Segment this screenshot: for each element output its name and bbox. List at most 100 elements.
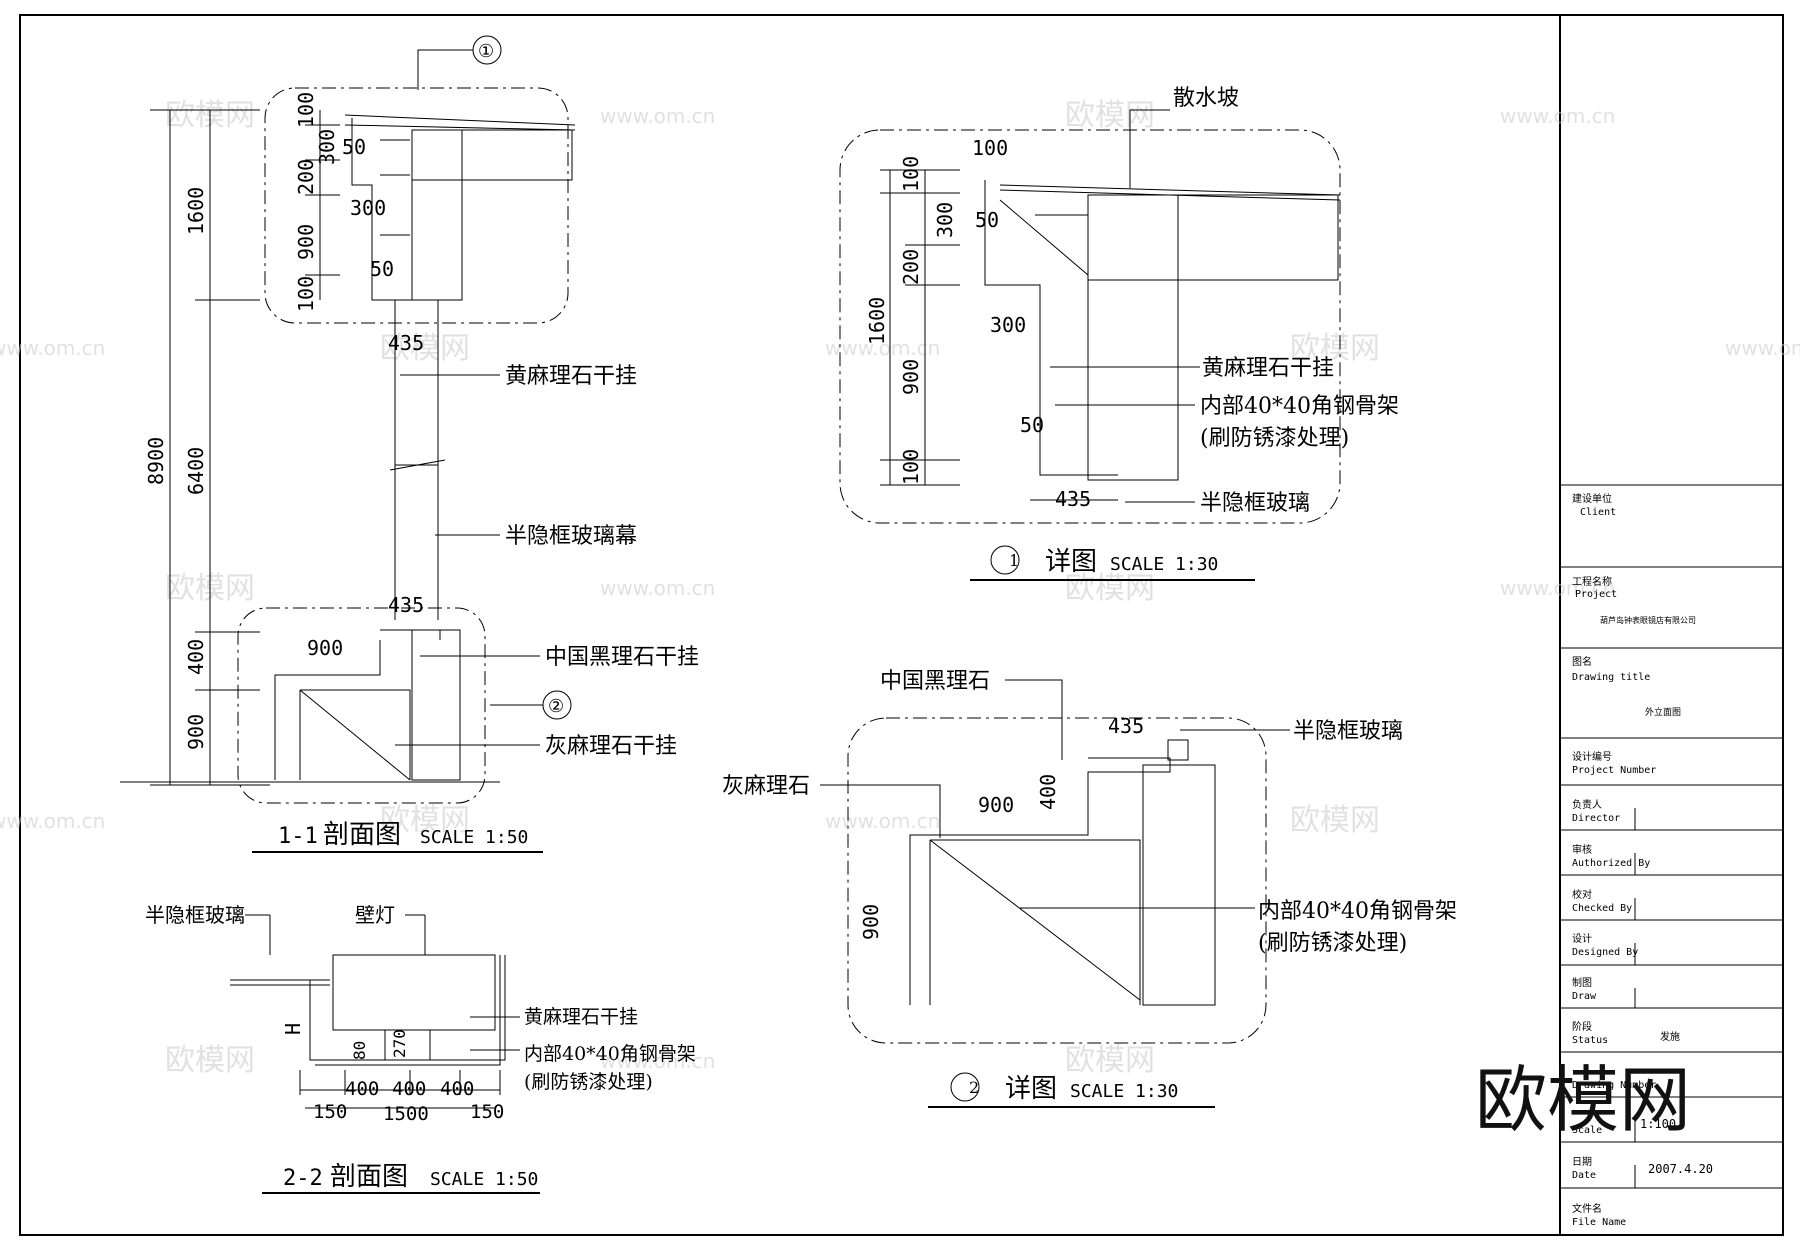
detail-2-title: 详图 xyxy=(1005,1074,1057,1104)
label-glass: 半隐框玻璃 xyxy=(1293,719,1403,744)
dim-text: 400 xyxy=(184,639,208,675)
watermark-text: 欧模网 xyxy=(1065,571,1155,606)
detail-1-title: 详图 xyxy=(1045,547,1097,577)
watermark-url: www.om.cn xyxy=(1500,104,1615,128)
section-2-2-scale: SCALE 1:50 xyxy=(430,1169,538,1190)
tb-checked-cn: 校对 xyxy=(1572,888,1592,901)
label-wall-lamp: 壁灯 xyxy=(355,903,395,927)
dim-text: 300 xyxy=(933,202,957,238)
watermark-text: 欧模网 xyxy=(1065,98,1155,133)
section-1-1-scale: SCALE 1:50 xyxy=(420,827,528,848)
label-huangma: 黄麻理石干挂 xyxy=(1202,356,1334,381)
label-frame-note: (刷防锈漆处理) xyxy=(1200,426,1349,451)
dim-text: 900 xyxy=(859,904,883,940)
label-frame: 内部40*40角钢骨架 xyxy=(1200,394,1399,419)
tb-designed-en: Designed By xyxy=(1572,947,1638,958)
dim-text: 100 xyxy=(899,449,923,485)
dim-text: 1500 xyxy=(383,1103,429,1125)
tb-drawno-en: Drawing Number xyxy=(1572,1080,1656,1091)
detail-1-number: 1 xyxy=(1009,551,1019,570)
watermark-grid: 欧模网 www.om.cn 欧模网 www.om.cn www.om.cn 欧模… xyxy=(0,98,1800,1078)
label-curtain-wall: 半隐框玻璃幕 xyxy=(505,524,637,549)
tb-project-cn: 工程名称 xyxy=(1572,575,1612,588)
dim-text: 435 xyxy=(388,593,424,617)
callout-2: ② xyxy=(548,696,564,717)
watermark-text: 欧模网 xyxy=(1290,803,1380,838)
tb-file-en: File Name xyxy=(1572,1217,1626,1228)
dim-text: 50 xyxy=(342,135,366,159)
dim-text: 900 xyxy=(307,636,343,660)
tb-file-cn: 文件名 xyxy=(1572,1202,1602,1215)
dim-text: 6400 xyxy=(184,447,208,495)
tb-client-en: Client xyxy=(1580,507,1616,518)
dim-text: 400 xyxy=(392,1078,426,1100)
watermark-url: www.om.cn xyxy=(0,809,105,833)
detail-1-circle xyxy=(990,545,1020,575)
section-2-2-number: 2-2 xyxy=(283,1166,323,1191)
dim-text: 900 xyxy=(294,224,318,260)
detail-1-scale: SCALE 1:30 xyxy=(1110,554,1218,575)
section-2-2-title: 剖面图 xyxy=(330,1162,408,1192)
section-1-1-title: 剖面图 xyxy=(323,820,401,850)
watermark-url: www.om.cn xyxy=(825,336,940,360)
label-glass: 半隐框玻璃 xyxy=(145,903,245,927)
dim-text: 150 xyxy=(470,1101,504,1123)
dim-text: 900 xyxy=(184,714,208,750)
dim-text: 270 xyxy=(390,1029,409,1058)
dim-text: 900 xyxy=(978,793,1014,817)
dim-text: 400 xyxy=(440,1078,474,1100)
tb-draw-en: Draw xyxy=(1572,991,1597,1002)
dim-text: 200 xyxy=(899,249,923,285)
watermark-url: www.om.cn xyxy=(600,1049,715,1073)
watermark-url: www.om.cn xyxy=(600,104,715,128)
dim-text: 100 xyxy=(294,276,318,312)
watermark-url: www.om.cn xyxy=(1725,336,1800,360)
watermark-text: 欧模网 xyxy=(1065,1043,1155,1078)
label-frame: 内部40*40角钢骨架 xyxy=(1258,899,1457,924)
section-2-2: 半隐框玻璃 壁灯 黄麻理石干挂 内部40*40角钢骨架 (刷防锈漆处理) H 8… xyxy=(145,903,696,1194)
tb-drawing-cn: 图名 xyxy=(1572,655,1592,668)
label-frame-note: (刷防锈漆处理) xyxy=(524,1071,653,1093)
dim-text: 435 xyxy=(1108,714,1144,738)
tb-date-value: 2007.4.20 xyxy=(1648,1162,1713,1176)
detail-2-circle xyxy=(950,1072,980,1102)
watermark-text: 欧模网 xyxy=(380,803,470,838)
title-block: 建设单位 Client 工程名称 Project 葫芦岛钟表眼镜店有限公司 图名… xyxy=(1560,484,1783,1228)
label-huangma: 黄麻理石干挂 xyxy=(505,364,637,389)
label-frame-note: (刷防锈漆处理) xyxy=(1258,931,1407,956)
dim-text: 100 xyxy=(899,156,923,192)
dim-text: 435 xyxy=(1055,487,1091,511)
dim-text: 300 xyxy=(315,129,339,165)
dim-text: 1600 xyxy=(865,297,889,345)
tb-projno-cn: 设计编号 xyxy=(1572,750,1612,763)
watermark-url: www.om.cn xyxy=(1500,576,1615,600)
tb-projno-en: Project Number xyxy=(1572,765,1656,776)
watermark-text: 欧模网 xyxy=(1290,331,1380,366)
dim-text: 50 xyxy=(975,208,999,232)
dim-text: 80 xyxy=(350,1041,369,1060)
tb-scale-en: Scale xyxy=(1572,1125,1602,1136)
label-frame: 内部40*40角钢骨架 xyxy=(524,1043,696,1065)
label-black-marble: 中国黑理石干挂 xyxy=(545,645,699,670)
label-grey-marble: 灰麻理石干挂 xyxy=(545,734,677,759)
detail-2-scale: SCALE 1:30 xyxy=(1070,1081,1178,1102)
dim-text: 300 xyxy=(990,313,1026,337)
dim-text: 300 xyxy=(350,196,386,220)
dim-text: 150 xyxy=(313,1101,347,1123)
label-glass: 半隐框玻璃 xyxy=(1200,491,1310,516)
tb-date-cn: 日期 xyxy=(1572,1156,1592,1168)
dim-text: 1600 xyxy=(184,187,208,235)
tb-drawing-en: Drawing title xyxy=(1572,672,1650,683)
tb-designed-cn: 设计 xyxy=(1572,932,1592,945)
tb-project-value: 葫芦岛钟表眼镜店有限公司 xyxy=(1600,615,1696,625)
dim-text: H xyxy=(281,1023,305,1035)
dim-text: 900 xyxy=(899,359,923,395)
tb-auth-cn: 审核 xyxy=(1572,843,1592,856)
tb-auth-en: Authorized By xyxy=(1572,858,1650,869)
tb-status-en: Status xyxy=(1572,1035,1608,1046)
tb-date-en: Date xyxy=(1572,1170,1596,1181)
tb-scale-value: 1:100 xyxy=(1640,1117,1676,1131)
dim-text: 100 xyxy=(294,92,318,128)
detail-2: 435 900 400 900 中国黑理石 半隐框玻璃 灰麻理石 内部40*40… xyxy=(722,669,1457,1108)
label-huangma: 黄麻理石干挂 xyxy=(524,1006,638,1028)
